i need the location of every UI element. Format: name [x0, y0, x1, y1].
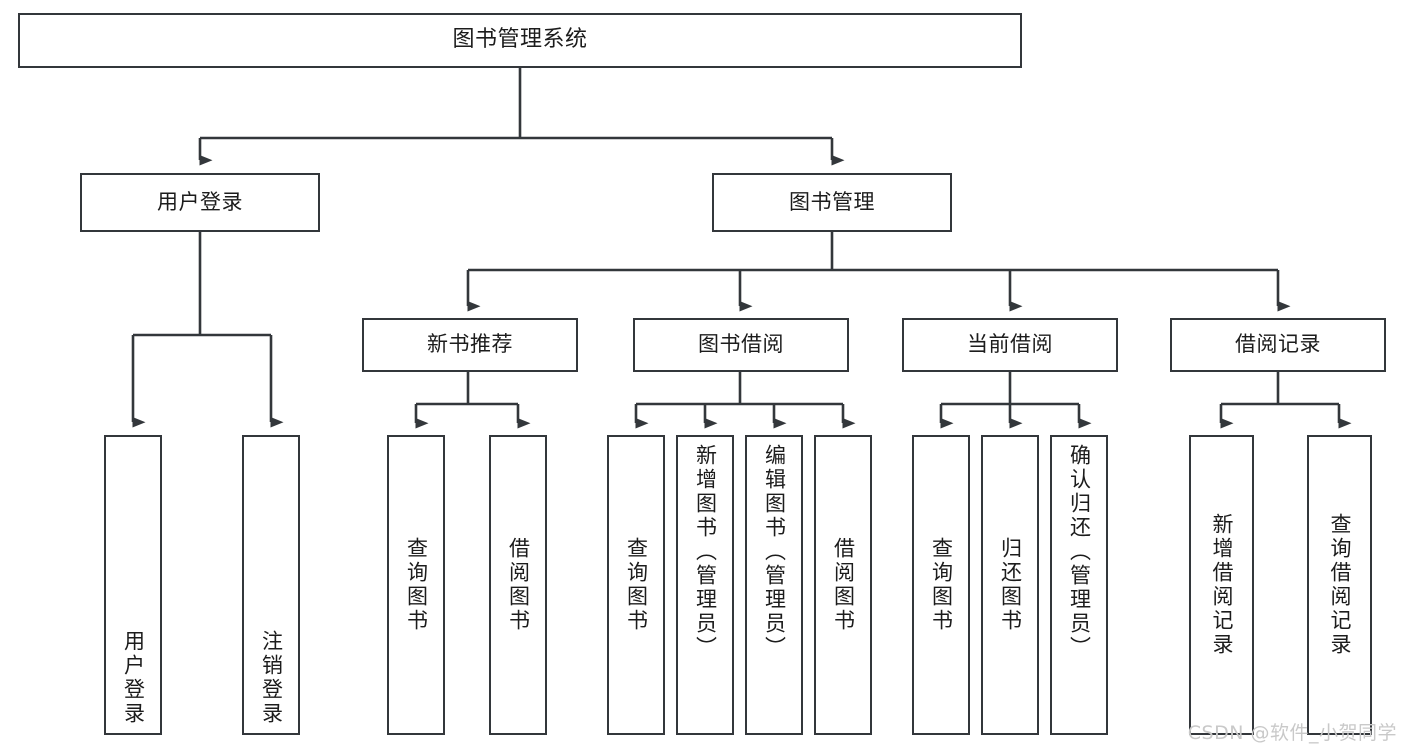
leaf-borrow-book[interactable]: 借阅图书 — [814, 435, 872, 735]
leaf-user-login[interactable]: 用户登录 — [104, 435, 162, 735]
node-new-book-recommend[interactable]: 新书推荐 — [362, 318, 578, 372]
node-book-borrow-label: 图书借阅 — [698, 332, 784, 357]
csdn-watermark: CSDN @软件_小贺同学 — [1187, 722, 1397, 744]
node-user-login-label: 用户登录 — [157, 189, 243, 214]
leaf-user-login-label: 用户登录 — [121, 630, 146, 726]
leaf-query-borrow-record-label: 查询借阅记录 — [1328, 513, 1352, 657]
node-root-label: 图书管理系统 — [452, 27, 588, 53]
leaf-borrow-book-recommend-label: 借阅图书 — [506, 537, 531, 633]
leaf-add-book-label: 新增图书（管理员） — [693, 444, 718, 660]
leaf-confirm-return-label: 确认归还（管理员） — [1067, 444, 1092, 660]
node-user-login[interactable]: 用户登录 — [80, 173, 320, 232]
leaf-borrow-book-recommend[interactable]: 借阅图书 — [489, 435, 547, 735]
leaf-query-book-current-label: 查询图书 — [929, 537, 954, 633]
leaf-edit-book[interactable]: 编辑图书（管理员） — [745, 435, 803, 735]
leaf-user-logout[interactable]: 注销登录 — [242, 435, 300, 735]
leaf-edit-book-label: 编辑图书（管理员） — [762, 444, 787, 660]
leaf-query-book-recommend[interactable]: 查询图书 — [387, 435, 445, 735]
leaf-return-book[interactable]: 归还图书 — [981, 435, 1039, 735]
leaf-add-borrow-record-label: 新增借阅记录 — [1210, 513, 1234, 657]
node-borrow-record-label: 借阅记录 — [1235, 332, 1321, 357]
leaf-borrow-book-label: 借阅图书 — [831, 537, 856, 633]
leaf-return-book-label: 归还图书 — [998, 537, 1023, 633]
leaf-confirm-return[interactable]: 确认归还（管理员） — [1050, 435, 1108, 735]
node-book-manage-label: 图书管理 — [789, 189, 875, 214]
leaf-query-book-recommend-label: 查询图书 — [404, 537, 429, 633]
node-book-manage[interactable]: 图书管理 — [712, 173, 952, 232]
leaf-user-logout-label: 注销登录 — [259, 630, 284, 726]
node-root-system[interactable]: 图书管理系统 — [18, 13, 1022, 68]
node-book-borrow[interactable]: 图书借阅 — [633, 318, 849, 372]
leaf-query-book-borrow[interactable]: 查询图书 — [607, 435, 665, 735]
node-current-borrow-label: 当前借阅 — [967, 332, 1053, 357]
leaf-query-book-current[interactable]: 查询图书 — [912, 435, 970, 735]
node-new-book-recommend-label: 新书推荐 — [427, 332, 513, 357]
node-borrow-record[interactable]: 借阅记录 — [1170, 318, 1386, 372]
leaf-add-book[interactable]: 新增图书（管理员） — [676, 435, 734, 735]
node-current-borrow[interactable]: 当前借阅 — [902, 318, 1118, 372]
leaf-add-borrow-record[interactable]: 新增借阅记录 — [1189, 435, 1254, 735]
leaf-query-borrow-record[interactable]: 查询借阅记录 — [1307, 435, 1372, 735]
leaf-query-book-borrow-label: 查询图书 — [624, 537, 649, 633]
